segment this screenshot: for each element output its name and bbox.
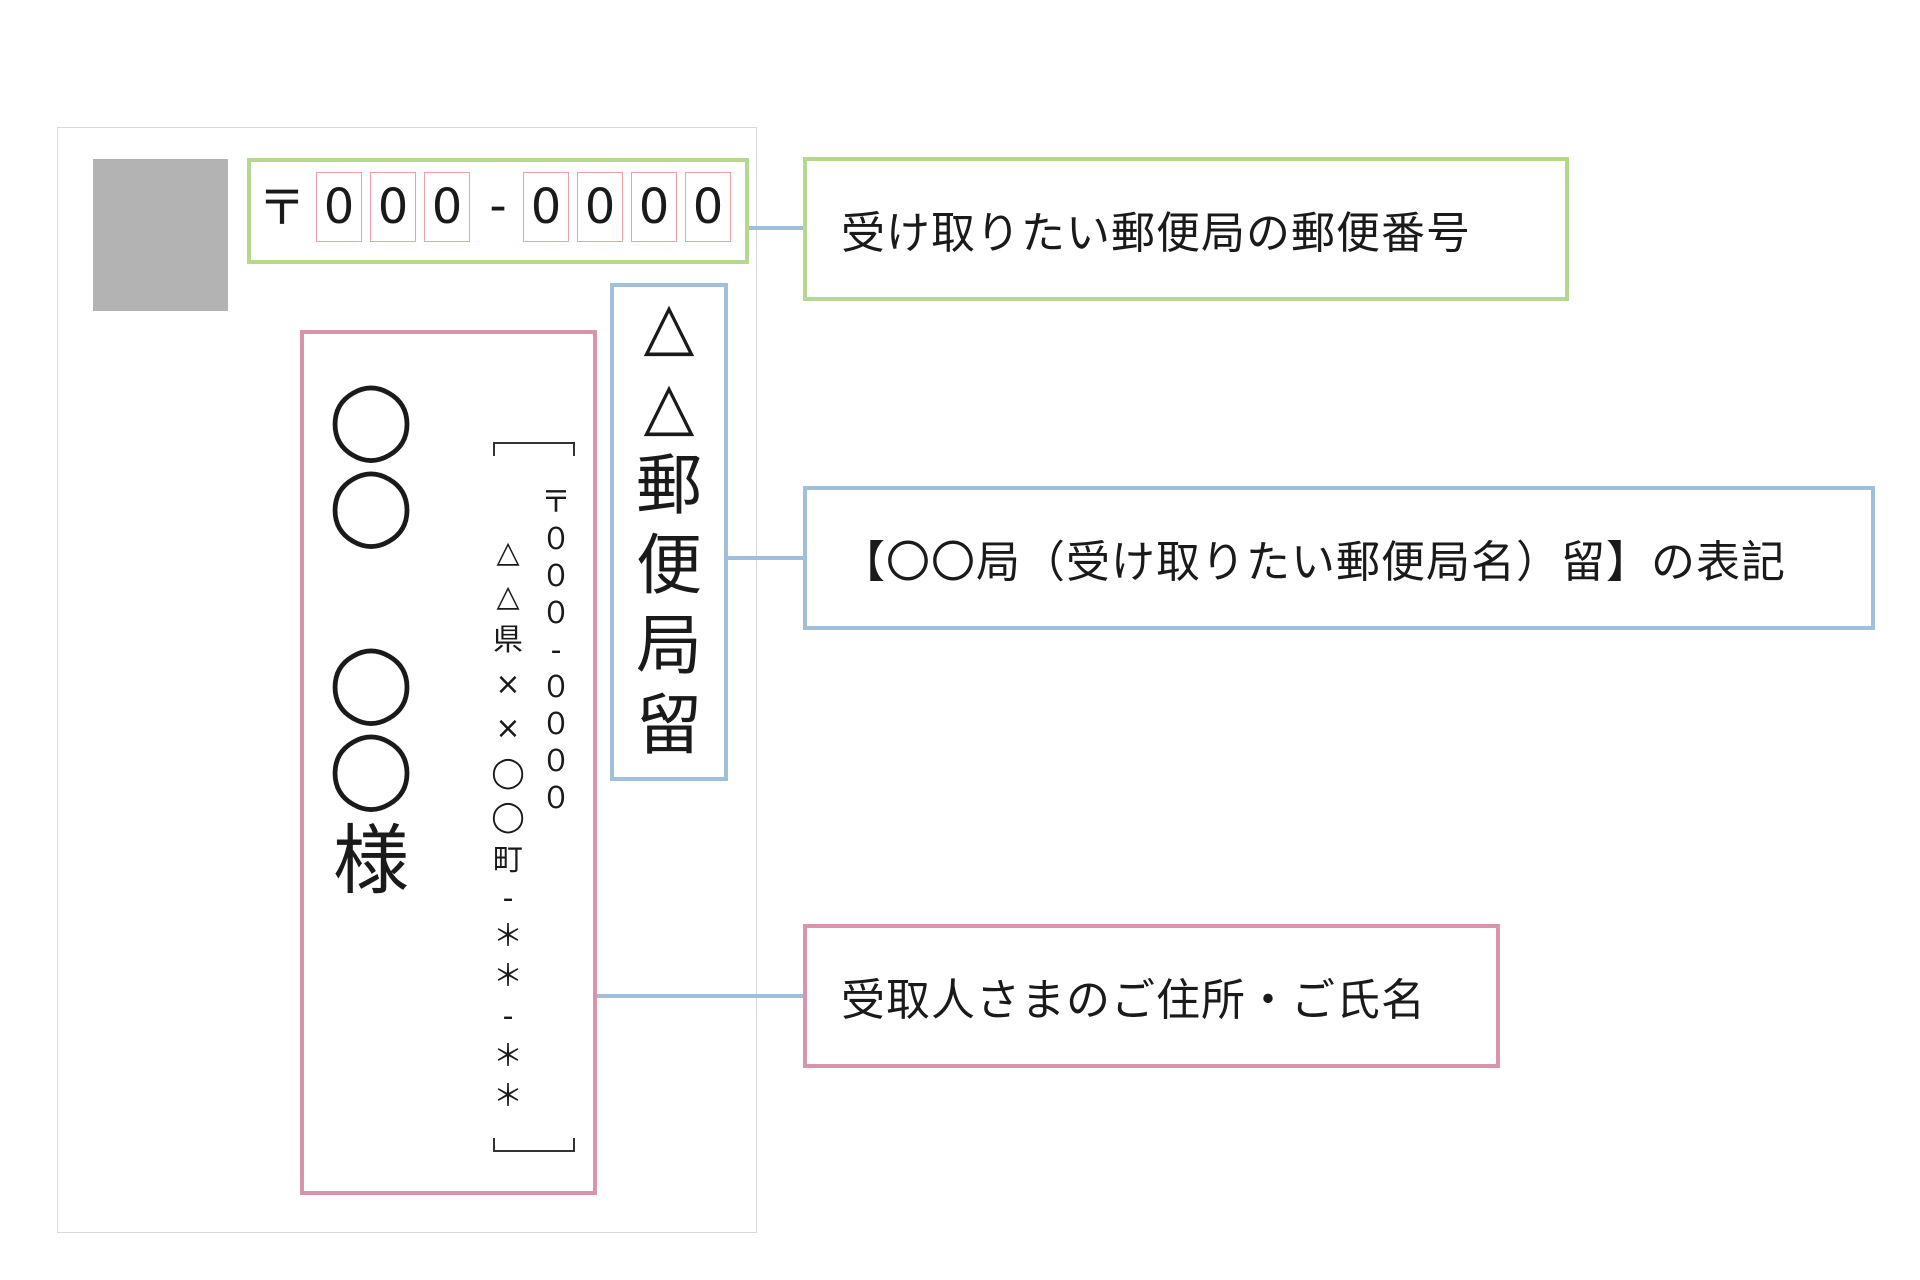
address-char: 町 (493, 843, 523, 878)
postal-code-box (247, 158, 749, 264)
address-postal-char: - (550, 633, 562, 668)
postal-digit: 0 (424, 172, 470, 242)
postal-mark: 〒 (258, 180, 307, 236)
address-char: ＊ (493, 919, 523, 954)
connector-line-recipient (597, 994, 805, 998)
address-char: 県 (493, 623, 523, 658)
address-char: ◯ (491, 799, 525, 834)
postal-digit: 0 (577, 172, 623, 242)
address-bracket-top (493, 442, 575, 456)
postal-dash: - (489, 178, 507, 234)
office-char: 局 (636, 607, 702, 684)
address-char: × (495, 667, 521, 702)
recipient-name-char: ◯ (328, 373, 414, 462)
address-postal-char: ０ (541, 707, 571, 742)
recipient-name-char: ◯ (328, 459, 414, 548)
address-char: △ (496, 535, 520, 570)
label-post-office: 【〇〇局（受け取りたい郵便局名）留】の表記 (803, 486, 1875, 630)
address-char: ＊ (493, 959, 523, 994)
label-recipient: 受取人さまのご住所・ご氏名 (803, 924, 1500, 1068)
recipient-box (300, 330, 597, 1195)
office-char: 郵 (636, 447, 702, 524)
postcard (57, 127, 757, 1233)
connector-line-postal (749, 226, 805, 230)
address-char: - (502, 999, 514, 1034)
address-postal-char: ０ (541, 670, 571, 705)
post-office-box (610, 283, 728, 781)
address-char: △ (496, 579, 520, 614)
label-postal-code: 受け取りたい郵便局の郵便番号 (803, 157, 1569, 301)
address-char: ＊ (493, 1079, 523, 1114)
postal-digit: 0 (370, 172, 416, 242)
address-postal-char: ０ (541, 744, 571, 779)
recipient-name-char: ◯ (328, 636, 414, 725)
address-char: - (502, 881, 514, 916)
address-bracket-bottom (493, 1138, 575, 1152)
office-char: 便 (636, 527, 702, 604)
postal-digit: 0 (685, 172, 731, 242)
office-char: △ (643, 367, 695, 444)
address-postal-char: ０ (541, 596, 571, 631)
address-char: ＊ (493, 1039, 523, 1074)
connector-line-office (728, 556, 805, 560)
office-char: △ (643, 287, 695, 364)
address-postal-char: ０ (541, 559, 571, 594)
postal-digit: 0 (631, 172, 677, 242)
postal-digit: 0 (523, 172, 569, 242)
postal-digit: 0 (316, 172, 362, 242)
stamp-area (93, 159, 228, 311)
address-char: × (495, 711, 521, 746)
recipient-name-honorific: 様 (333, 816, 409, 905)
office-char: 留 (636, 687, 702, 764)
recipient-name-char: ◯ (328, 722, 414, 811)
address-char: ◯ (491, 755, 525, 790)
address-postal-char: 〒 (541, 485, 571, 520)
address-postal-char: ０ (541, 781, 571, 816)
address-postal-char: ０ (541, 522, 571, 557)
